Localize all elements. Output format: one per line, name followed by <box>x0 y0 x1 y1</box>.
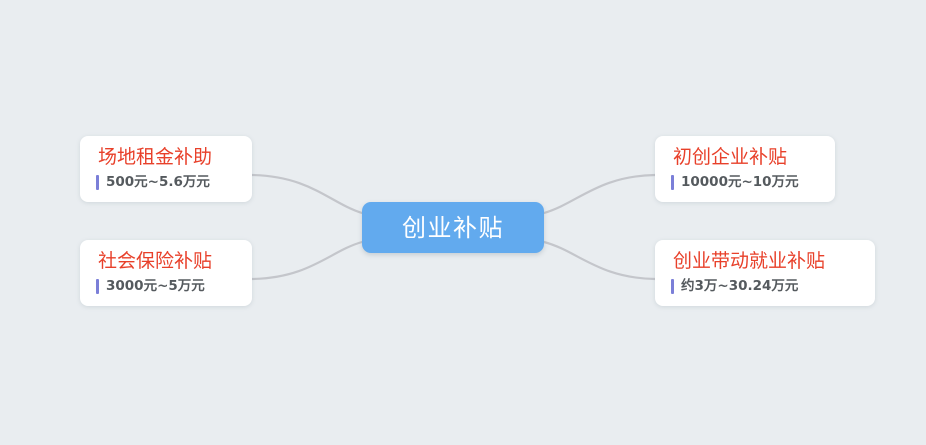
branch-detail-row-employment-driven: 约3万~30.24万元 <box>671 279 859 294</box>
branch-card-venue-rent[interactable]: 场地租金补助 500元~5.6万元 <box>80 136 252 202</box>
accent-bar-icon <box>96 278 99 294</box>
branch-detail-employment-driven: 约3万~30.24万元 <box>681 277 799 294</box>
branch-card-social-insurance[interactable]: 社会保险补贴 3000元~5万元 <box>80 240 252 306</box>
branch-detail-row-venue-rent: 500元~5.6万元 <box>96 175 236 190</box>
accent-bar-icon <box>96 174 99 190</box>
branch-title-startup-firm: 初创企业补贴 <box>673 146 788 168</box>
connector-root-to-venue-rent <box>250 173 364 215</box>
accent-bar-icon <box>671 278 674 294</box>
connector-root-to-startup-firm <box>542 173 657 215</box>
branch-detail-startup-firm: 10000元~10万元 <box>681 173 799 190</box>
connector-root-to-social-insurance <box>250 240 364 281</box>
branch-title-social-insurance: 社会保险补贴 <box>98 250 213 272</box>
branch-detail-social-insurance: 3000元~5万元 <box>106 277 205 294</box>
connector-root-to-employment-driven <box>542 240 657 281</box>
branch-detail-venue-rent: 500元~5.6万元 <box>106 173 210 190</box>
branch-detail-row-social-insurance: 3000元~5万元 <box>96 279 236 294</box>
branch-detail-row-startup-firm: 10000元~10万元 <box>671 175 819 190</box>
branch-card-employment-driven[interactable]: 创业带动就业补贴 约3万~30.24万元 <box>655 240 875 306</box>
root-node-label: 创业补贴 <box>402 213 504 242</box>
branch-card-startup-firm[interactable]: 初创企业补贴 10000元~10万元 <box>655 136 835 202</box>
root-node[interactable]: 创业补贴 <box>362 202 544 253</box>
accent-bar-icon <box>671 174 674 190</box>
branch-title-venue-rent: 场地租金补助 <box>98 146 213 168</box>
branch-title-employment-driven: 创业带动就业补贴 <box>673 250 826 272</box>
